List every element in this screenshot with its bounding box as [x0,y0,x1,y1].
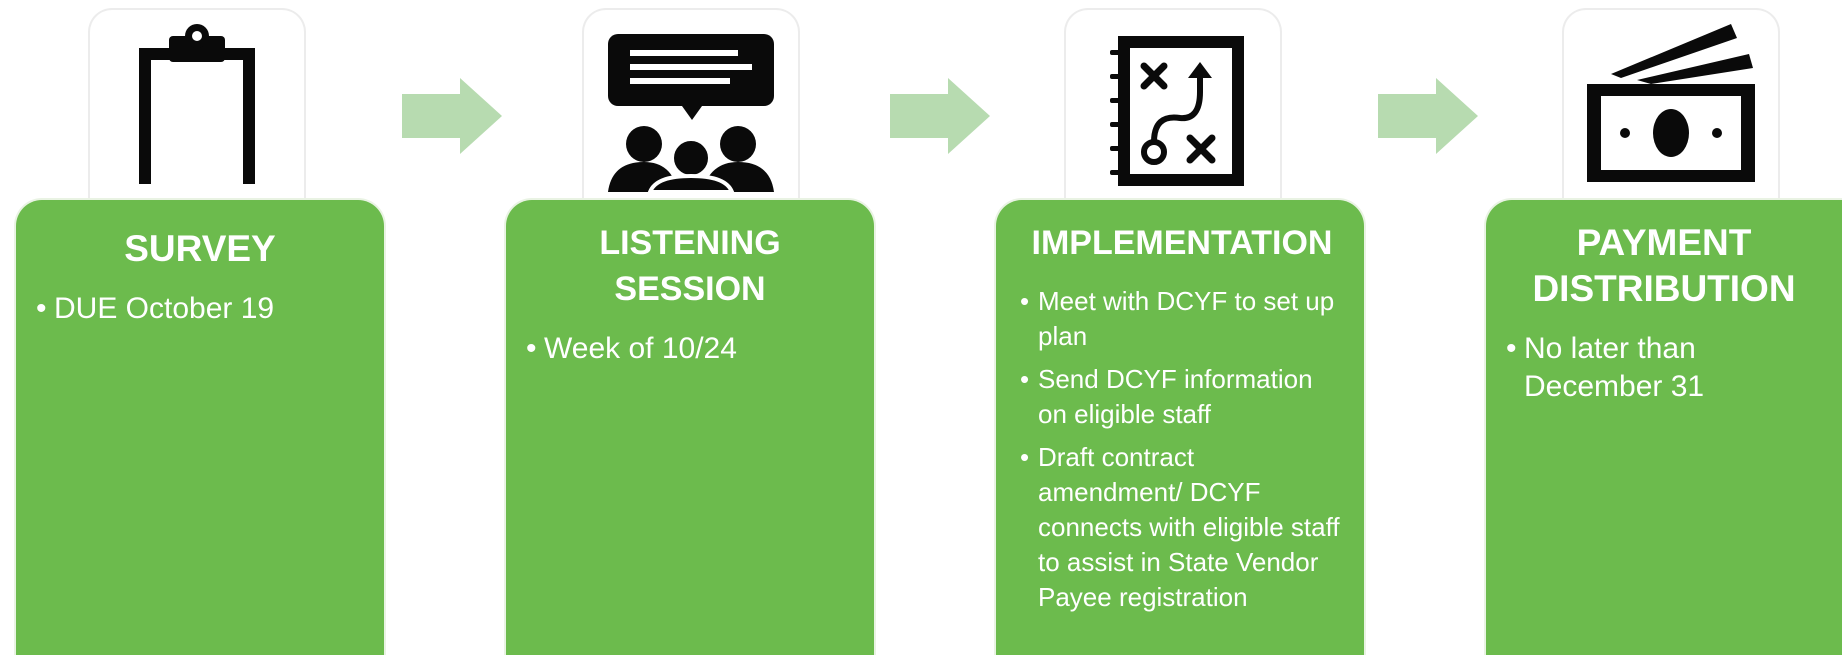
implementation-icon-card [1064,8,1282,198]
implementation-bullets: Meet with DCYF to set up plan Send DCYF … [1020,284,1344,615]
implementation-bullet: Draft contract amendment/ DCYF connects … [1020,440,1344,615]
survey-bullets: DUE October 19 [36,290,364,328]
listening-session-bullets: Week of 10/24 [526,330,854,368]
implementation-bullet: Send DCYF information on eligible staff [1020,362,1344,432]
survey-icon-card [88,8,306,198]
payment-distribution-card: PAYMENT DISTRIBUTION No later than Decem… [1484,198,1842,655]
money-bills-icon [1587,24,1755,182]
arrow-right-icon [890,78,990,154]
payment-distribution-bullets: No later than December 31 [1506,330,1822,406]
payment-distribution-bullet: No later than December 31 [1506,330,1822,406]
listening-session-title: LISTENING SESSION [599,224,781,308]
listening-session-card: LISTENING SESSION Week of 10/24 [504,198,876,655]
payment-icon-card [1562,8,1780,198]
survey-bullet: DUE October 19 [36,290,364,328]
survey-title: SURVEY [124,228,276,269]
implementation-bullet: Meet with DCYF to set up plan [1020,284,1344,354]
implementation-card: IMPLEMENTATION Meet with DCYF to set up … [994,198,1366,655]
listening-session-bullet: Week of 10/24 [526,330,854,368]
survey-card: SURVEY DUE October 19 [14,198,386,655]
implementation-title: IMPLEMENTATION [1031,224,1333,262]
arrow-right-icon [1378,78,1478,154]
clipboard-icon [139,24,255,184]
listening-icon-card [582,8,800,198]
strategy-plan-icon [1110,36,1244,186]
arrow-right-icon [402,78,502,154]
group-discussion-icon [608,34,774,192]
payment-distribution-title: PAYMENT DISTRIBUTION [1532,222,1796,309]
